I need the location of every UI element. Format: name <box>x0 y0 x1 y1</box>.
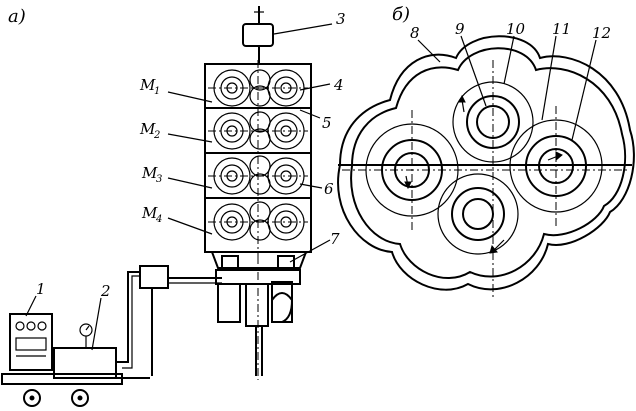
label-4: 4 <box>333 76 344 94</box>
label-8: 8 <box>410 24 420 42</box>
label-3: 3 <box>336 10 346 28</box>
panel-b-label: б) <box>392 4 410 25</box>
gear-row-1 <box>208 69 308 107</box>
pump-unit <box>53 323 117 379</box>
leaders-a <box>25 23 333 351</box>
svg-text:M: M <box>141 204 158 222</box>
gear-right <box>509 106 603 228</box>
svg-text:2: 2 <box>153 130 160 141</box>
label-9: 9 <box>455 20 465 38</box>
cart <box>1 373 150 407</box>
label-5: 5 <box>322 114 332 132</box>
control-cabinet <box>9 313 53 371</box>
label-6: 6 <box>324 180 334 198</box>
hydraulic-line <box>116 265 222 376</box>
gear-rows <box>208 69 308 241</box>
top-drive <box>242 6 274 64</box>
label-1: 1 <box>36 280 46 298</box>
label-12: 12 <box>592 24 611 42</box>
svg-text:3: 3 <box>156 174 162 185</box>
gear-top <box>452 60 534 300</box>
motor-label-3: M 3 <box>141 164 162 185</box>
svg-text:1: 1 <box>154 86 160 97</box>
label-7: 7 <box>330 230 340 248</box>
leaders-b <box>417 35 597 141</box>
svg-text:M: M <box>141 164 158 182</box>
label-10: 10 <box>506 20 526 38</box>
gearbox-housing-section <box>337 35 635 291</box>
gear-row-3 <box>208 155 308 195</box>
motor-label-1: M 1 <box>139 76 160 97</box>
gear-bottom <box>437 173 519 255</box>
clamping-head <box>210 251 308 380</box>
label-2: 2 <box>100 282 111 300</box>
gear-row-2 <box>208 111 308 150</box>
gear-left <box>365 110 459 232</box>
motor-label-4: M 4 <box>141 204 162 225</box>
label-11: 11 <box>552 20 571 38</box>
motor-label-2: M 2 <box>139 120 160 141</box>
svg-text:M: M <box>139 76 156 94</box>
gear-row-4 <box>208 201 308 241</box>
svg-text:4: 4 <box>155 214 162 225</box>
rotation-arrows <box>404 94 563 254</box>
svg-text:M: M <box>139 120 156 138</box>
panel-a-label: a) <box>8 6 26 27</box>
